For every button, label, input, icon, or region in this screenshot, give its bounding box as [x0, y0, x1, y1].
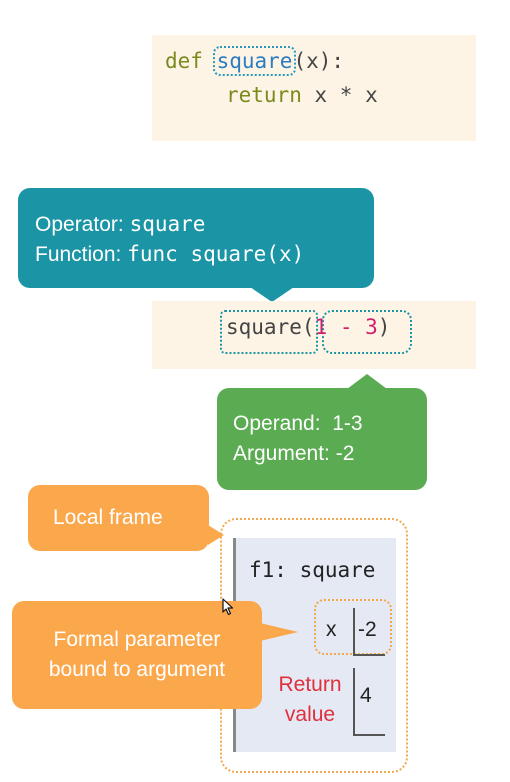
function-params: (x):	[293, 49, 345, 73]
operator-label: Operator:	[35, 213, 124, 236]
argument-line: Argument: -2	[233, 442, 355, 465]
close-paren: )	[377, 315, 391, 339]
return-label-line2: value	[284, 703, 336, 726]
function-name: square	[212, 46, 297, 76]
call-operator: square	[226, 315, 302, 339]
operator-callout: Operator: square Function: func square(x…	[18, 188, 374, 302]
operand-callout: Operand: 1-3 Argument: -2	[217, 374, 427, 490]
function-label: Function:	[35, 243, 122, 266]
formal-parameter-callout: Formal parameter bound to argument	[12, 601, 298, 709]
operator-highlight	[220, 310, 318, 354]
return-cell	[353, 668, 385, 736]
arg-right: 3	[365, 315, 378, 339]
operand-line: Operand: 1-3	[233, 412, 363, 435]
call-line: square(1 - 3)	[226, 315, 390, 339]
formal-parameter-text: Formal parameter bound to argument	[12, 625, 262, 685]
return-line: return x * x	[226, 83, 378, 107]
variable-value: -2	[358, 618, 377, 641]
frame-title: f1: square	[249, 558, 376, 582]
formal-parameter-line1: Formal parameter	[53, 628, 221, 651]
arg-left: 1	[314, 315, 328, 339]
local-frame-callout: Local frame	[28, 485, 224, 551]
operator-line: Operator: square	[35, 212, 205, 237]
function-line: Function: func square(x)	[35, 242, 304, 267]
call-expression-code: square(1 - 3)	[152, 301, 476, 369]
variable-name: x	[326, 618, 337, 641]
formal-parameter-line2: bound to argument	[48, 658, 226, 681]
local-frame-label: Local frame	[53, 506, 163, 529]
open-paren: (	[301, 315, 315, 339]
return-keyword: return	[226, 83, 302, 107]
operator-value: square	[129, 212, 206, 236]
function-value: func square(x)	[127, 242, 305, 266]
return-value-label: Return value	[270, 670, 350, 730]
def-line: def square(x):	[165, 46, 345, 76]
variable-cell	[353, 608, 385, 656]
def-keyword: def	[165, 49, 203, 73]
return-label-line1: Return	[278, 673, 342, 696]
mouse-cursor-icon	[222, 598, 234, 621]
function-definition-code: def square(x): return x * x	[152, 35, 476, 141]
return-expression: x * x	[314, 83, 378, 107]
operand-highlight	[322, 310, 412, 354]
return-value: 4	[360, 684, 372, 707]
arg-operator: -	[339, 315, 353, 339]
